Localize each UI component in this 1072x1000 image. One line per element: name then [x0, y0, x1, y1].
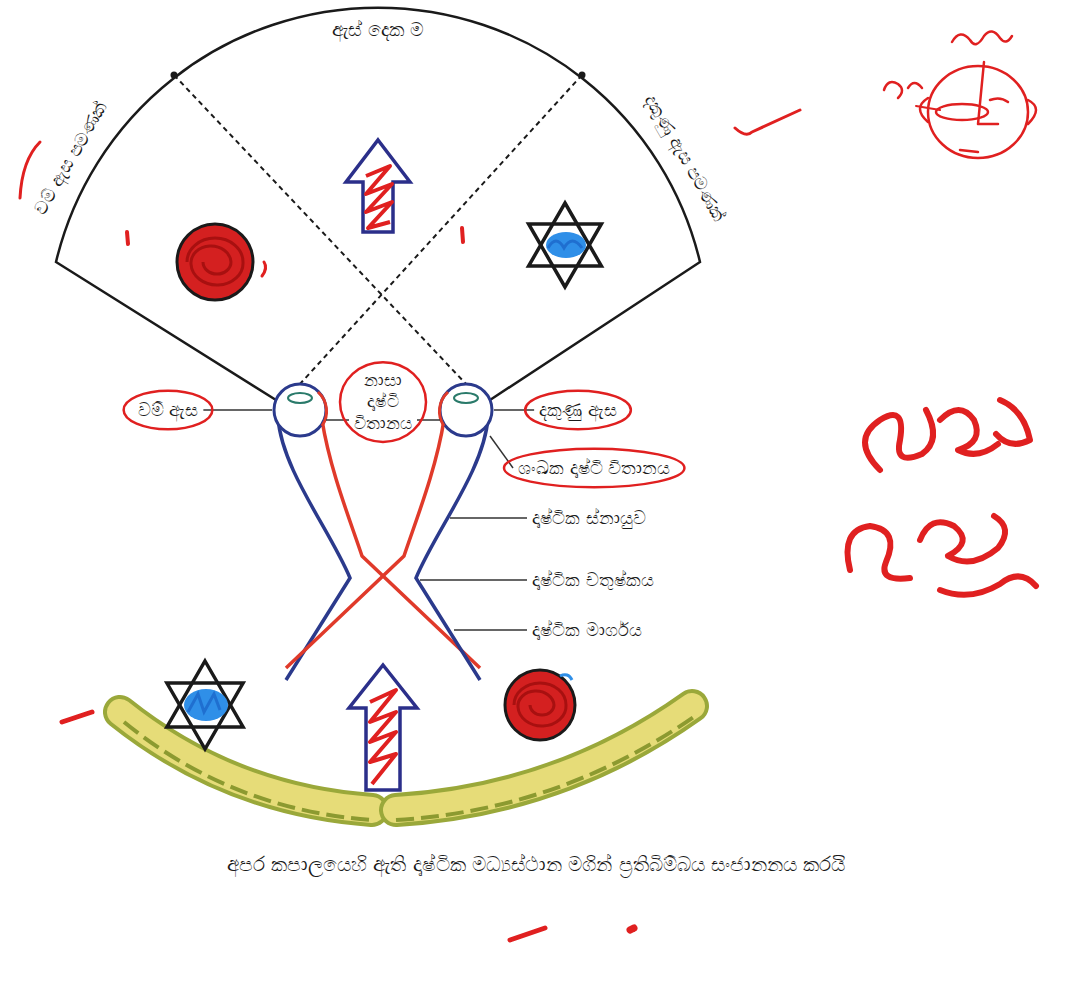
leader-lines [203, 410, 534, 630]
handwriting-squiggle [952, 31, 1012, 44]
face-sketch [990, 98, 1008, 102]
pen-dot [630, 928, 634, 930]
field-label: ඇස් දෙක ම [332, 18, 424, 42]
cortex-band [120, 712, 372, 810]
cortex-band [120, 712, 372, 810]
eyeball [274, 384, 326, 436]
hand-rings [124, 362, 685, 487]
eyeball [440, 384, 492, 436]
tick-mark [735, 110, 800, 134]
star-symbol [167, 661, 243, 727]
lens [454, 393, 478, 403]
cortex-gyri [124, 722, 372, 820]
field-outline [56, 8, 700, 400]
part-label: දකුණු ඇස [539, 399, 617, 422]
hand-ring [124, 391, 213, 430]
star-symbol [167, 683, 243, 749]
star-symbol [529, 203, 602, 266]
handwriting-squiggle [940, 576, 1036, 594]
hand-marks [20, 31, 1036, 940]
leader-line [450, 517, 527, 519]
arrow-symbol [349, 665, 417, 790]
handwriting-squiggle [940, 410, 998, 454]
face-sketch [920, 98, 928, 122]
caption-text: අපර කපාලයෙහි ඇති දෘෂ්ටික මධ්‍යස්ථාන මගින… [36, 852, 1036, 877]
nasal-fibres [322, 420, 480, 668]
leader-line [454, 629, 527, 631]
field-symbols [177, 140, 601, 300]
part-label: නාසා දෘෂ්ටි විතානය [354, 370, 412, 434]
handwriting-squiggle [884, 82, 922, 98]
field-divider [174, 75, 466, 384]
leader-line [494, 409, 534, 411]
scribble [184, 689, 228, 721]
part-label: දෘෂ්ටික මාර්ගය [532, 619, 642, 642]
circle-symbol [177, 224, 253, 300]
part-label: දෘෂ්ටික චතුෂ්කය [532, 569, 654, 592]
scribble [514, 683, 566, 726]
circle-symbol [505, 670, 575, 740]
pen-dot [262, 262, 266, 276]
scribble [548, 241, 582, 248]
nasal-retina [318, 392, 327, 426]
part-label: ශංඛක දෘෂ්ටි විතානය [518, 457, 670, 480]
nasal-fibres [286, 420, 444, 668]
tick-mark [20, 142, 40, 198]
scribble [560, 675, 572, 680]
pen-dot [127, 232, 128, 244]
hand-ring [340, 362, 426, 442]
face-sketch [978, 62, 998, 124]
lens [288, 393, 312, 403]
field-divider [300, 75, 582, 384]
pen-dot [62, 712, 92, 722]
nasal-retina [439, 392, 448, 426]
scribble [188, 694, 220, 712]
field-dot [579, 72, 586, 79]
handwriting-squiggle [848, 526, 911, 579]
handwriting-squiggle [996, 400, 1030, 444]
field-dot [171, 72, 178, 79]
part-label: වම් ඇස [138, 399, 199, 422]
temporal-fibres [416, 418, 488, 680]
visual-cortex [120, 706, 698, 820]
scribble [366, 166, 392, 228]
handwriting-squiggle [865, 410, 933, 470]
leader-line [420, 579, 527, 581]
arrow-symbol [346, 140, 410, 232]
pen-dot [462, 228, 463, 242]
handwriting-squiggle [920, 516, 1005, 561]
part-label: දෘෂ්ටික ස්නායුව [532, 507, 646, 530]
leader-line [203, 409, 272, 411]
star-symbol [529, 224, 602, 287]
pen-dot [510, 928, 545, 940]
field-label: වම් ඇස පමණක් [30, 98, 113, 219]
field-label: දකුණු ඇස පමණක් [639, 90, 730, 225]
face-sketch [960, 150, 978, 152]
leader-line [490, 436, 513, 468]
percept-symbols [167, 661, 575, 790]
scribble [546, 232, 586, 258]
hand-ring [525, 391, 631, 430]
visual-field [56, 8, 700, 400]
scribble [370, 690, 396, 784]
face-sketch [1028, 100, 1036, 124]
face-sketch [916, 106, 940, 110]
scribble [187, 238, 243, 285]
hand-ring [504, 449, 684, 488]
